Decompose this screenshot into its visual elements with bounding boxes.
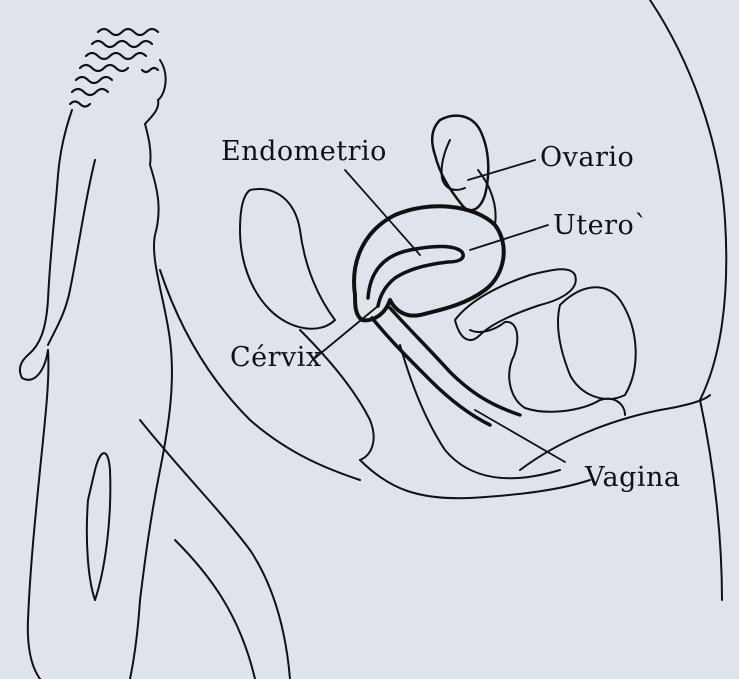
label-utero: Utero` (553, 210, 648, 241)
endometrio-leader (345, 170, 420, 255)
body-outline (130, 60, 172, 679)
vagina-leader (475, 410, 565, 462)
cervix-leader (315, 306, 378, 358)
pelvic-section (140, 0, 726, 679)
endometrium-cavity (368, 246, 463, 306)
label-vagina: Vagina (585, 462, 681, 493)
label-ovario: Ovario (540, 142, 634, 173)
vagina-canal (372, 318, 490, 425)
woman-figure (20, 29, 172, 679)
label-endometrio: Endometrio (221, 136, 387, 167)
curly-hair (70, 29, 158, 107)
label-cervix: Cérvix (230, 342, 322, 373)
utero-leader (470, 225, 548, 250)
ovary-outline (432, 116, 488, 211)
